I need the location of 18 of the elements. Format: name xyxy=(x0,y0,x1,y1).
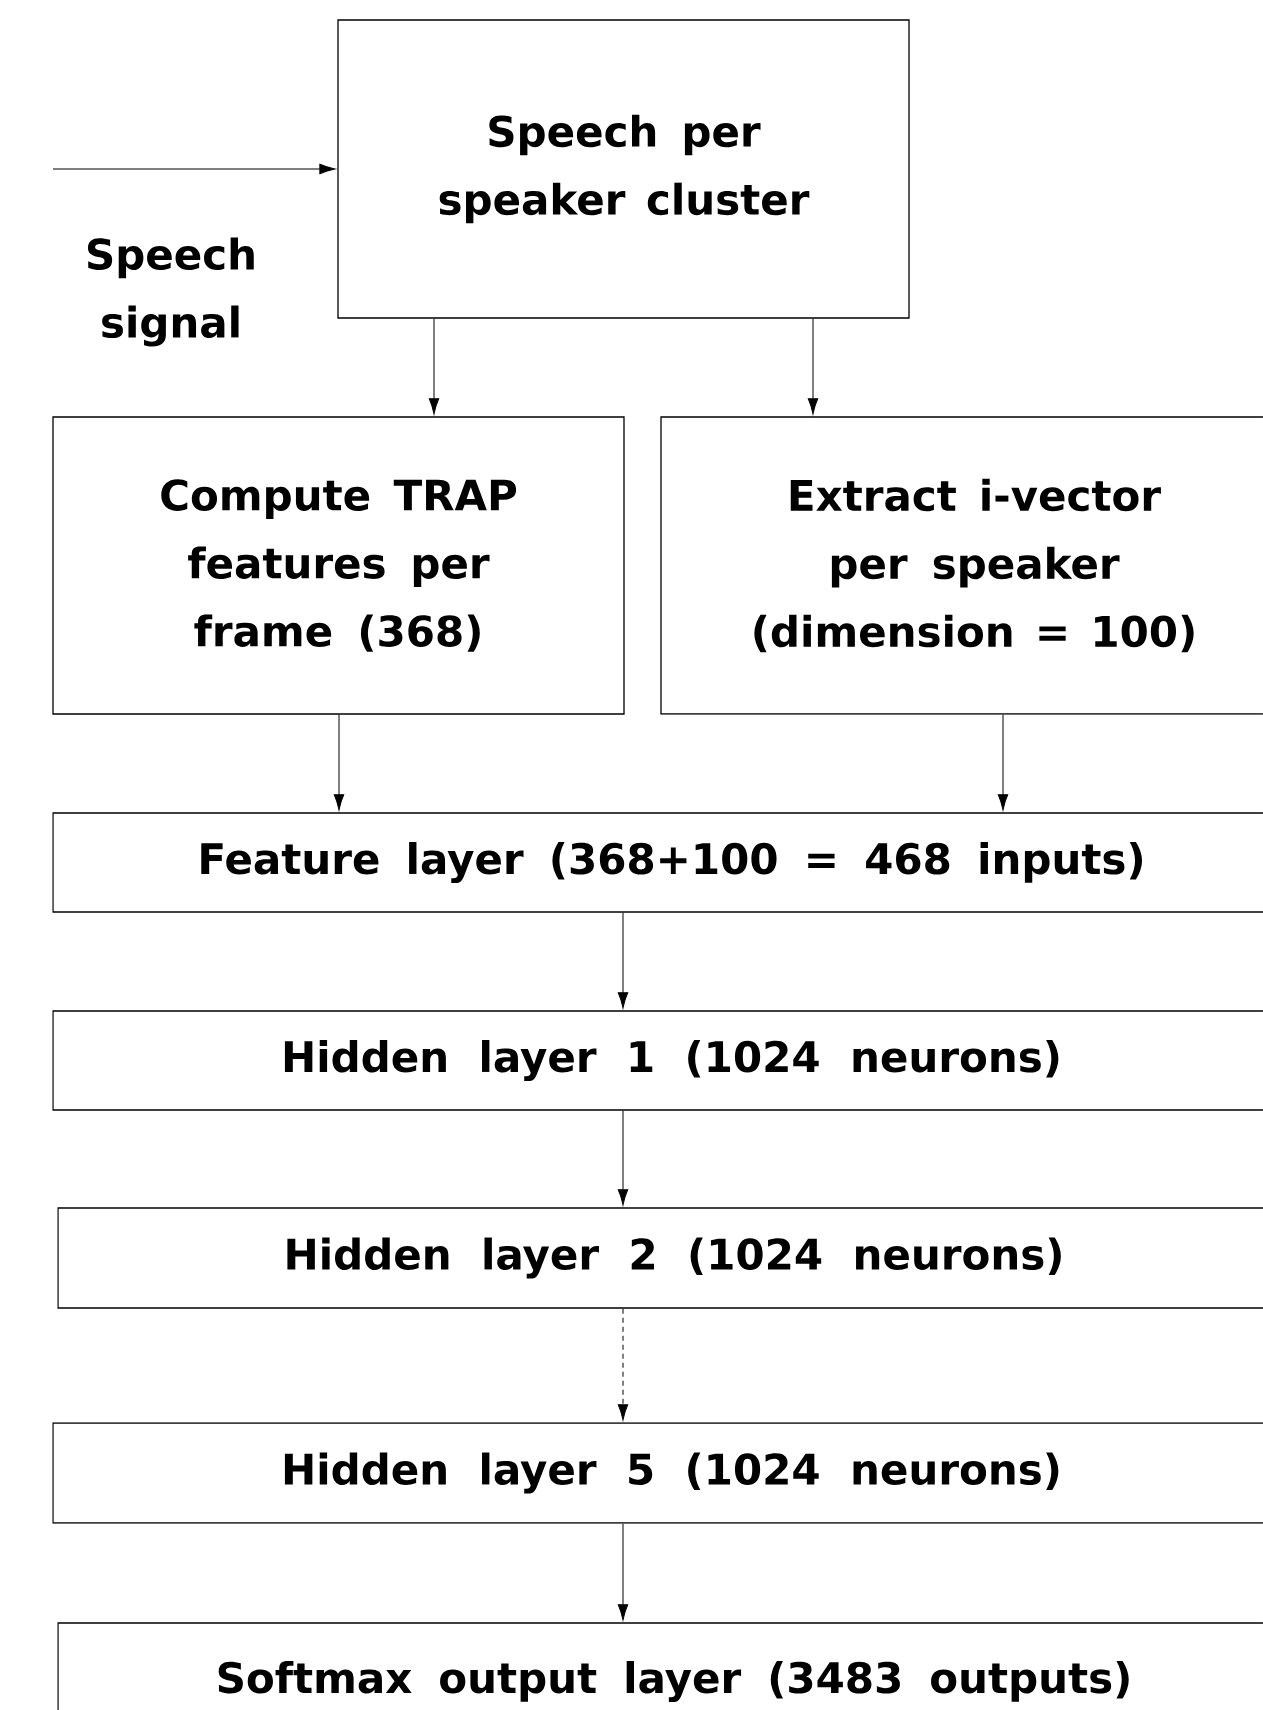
process-box: Extract i-vector per speaker (dimension = 100) xyxy=(660,416,1263,715)
arrow xyxy=(807,318,819,415)
process-box: Compute TRAP features per frame (368) xyxy=(52,416,625,715)
process-box: Hidden layer 1 (1024 neurons) xyxy=(52,1010,1263,1111)
process-box: Hidden layer 5 (1024 neurons) xyxy=(52,1422,1263,1524)
arrow xyxy=(997,714,1009,811)
process-box: Speech per speaker cluster xyxy=(337,19,910,319)
arrow xyxy=(428,318,440,415)
edge-label: Speech signal xyxy=(87,237,254,347)
arrow xyxy=(617,912,629,1009)
process-box: Softmax output layer (3483 outputs) xyxy=(57,1622,1263,1710)
arrow xyxy=(617,1110,629,1206)
process-box: Hidden layer 2 (1024 neurons) xyxy=(57,1207,1263,1309)
process-box: Feature layer (368+100 = 468 inputs) xyxy=(52,812,1263,913)
arrow xyxy=(617,1308,629,1421)
arrow xyxy=(617,1523,629,1621)
arrow xyxy=(333,714,345,811)
arrow xyxy=(52,163,336,175)
